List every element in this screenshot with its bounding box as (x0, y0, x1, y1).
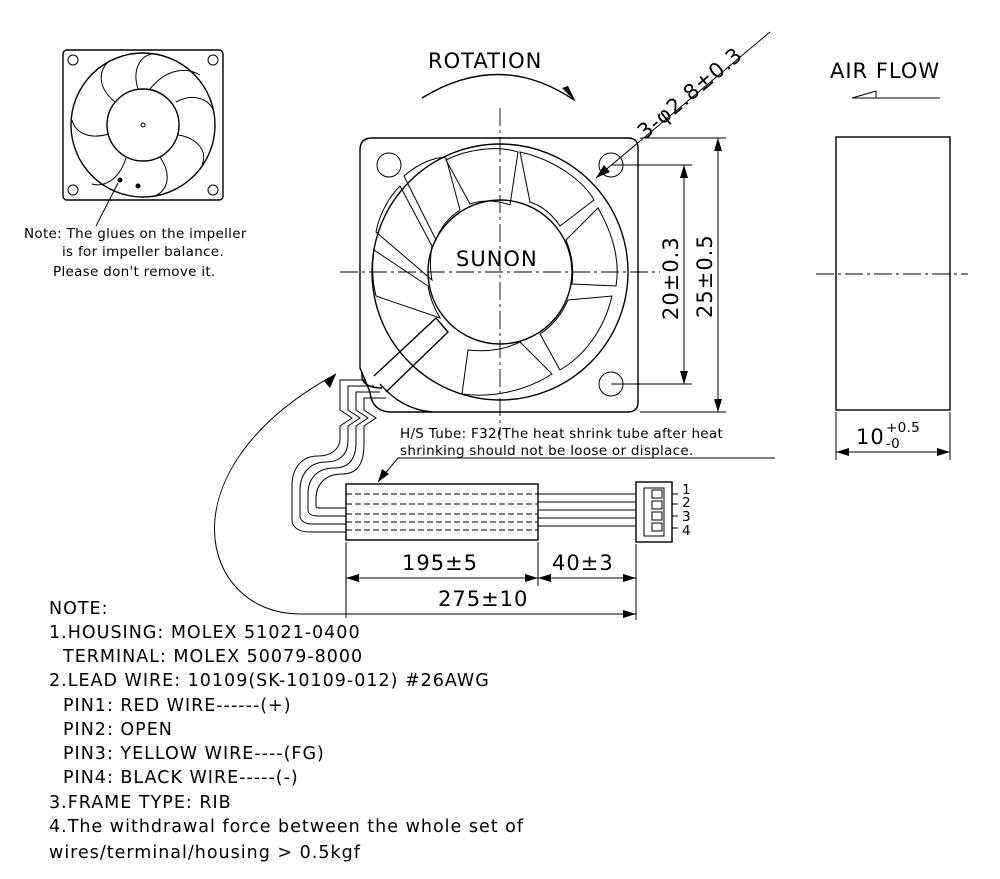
hole-spec-label: 3-φ2.8±0.3 (633, 42, 747, 143)
dim-10-label: 10 (856, 425, 885, 449)
dim-25-label: 25±0.5 (693, 234, 717, 318)
dim-40-label: 40±3 (552, 551, 614, 575)
pin-4-label: 4 (682, 523, 691, 539)
dim-10-tol-plus: +0.5 (886, 420, 920, 436)
fan-side-view (835, 136, 951, 411)
heat-shrink-tube (345, 483, 539, 541)
note-line: PIN3: YELLOW WIRE----(FG) (63, 744, 325, 764)
lead-wires (291, 372, 386, 533)
note-line: 4.The withdrawal force between the whole… (49, 817, 524, 837)
note-line: TERMINAL: MOLEX 50079-8000 (62, 647, 363, 667)
dim-195-label: 195±5 (402, 551, 478, 575)
note-line: 1.HOUSING: MOLEX 51021-0400 (49, 623, 361, 643)
notes-block: NOTE: 1.HOUSING: MOLEX 51021-0400 TERMIN… (49, 599, 524, 863)
tube-note-line-1: H/S Tube: F32(The heat shrink tube after… (400, 426, 723, 442)
dim-275-label: 275±10 (438, 587, 528, 611)
fan-front-view (359, 137, 639, 413)
pin-3-label: 3 (682, 509, 691, 525)
rotation-label: ROTATION (428, 49, 542, 73)
note-line: PIN2: OPEN (63, 720, 173, 740)
dim-20-label: 20±0.3 (659, 236, 683, 320)
connector-housing (635, 481, 678, 543)
glue-note-line-1: Note: The glues on the impeller (24, 226, 247, 242)
rotation-arrow (421, 73, 575, 101)
note-line: wires/terminal/housing > 0.5kgf (49, 843, 361, 863)
pin-2-label: 2 (682, 495, 691, 511)
note-line: 3.FRAME TYPE: RIB (49, 793, 232, 813)
glue-note-line-3: Please don't remove it. (53, 264, 216, 280)
air-flow-label: AIR FLOW (830, 59, 940, 83)
note-line: 2.LEAD WIRE: 10109(SK-10109-012) #26AWG (49, 671, 490, 691)
dim-10-tol-minus: -0 (886, 436, 900, 452)
tube-note-line-2: shrinking should not be loose or displac… (400, 443, 694, 459)
brand-label: SUNON (456, 247, 538, 271)
notes-heading: NOTE: (49, 599, 109, 619)
glue-note-line-2: is for impeller balance. (62, 244, 224, 260)
pin-1-label: 1 (682, 482, 691, 498)
note-line: PIN1: RED WIRE------(+) (63, 696, 292, 716)
fan-thumbnail (62, 49, 224, 227)
dim-275-arc (214, 373, 636, 615)
note-line: PIN4: BLACK WIRE-----(-) (63, 768, 299, 788)
